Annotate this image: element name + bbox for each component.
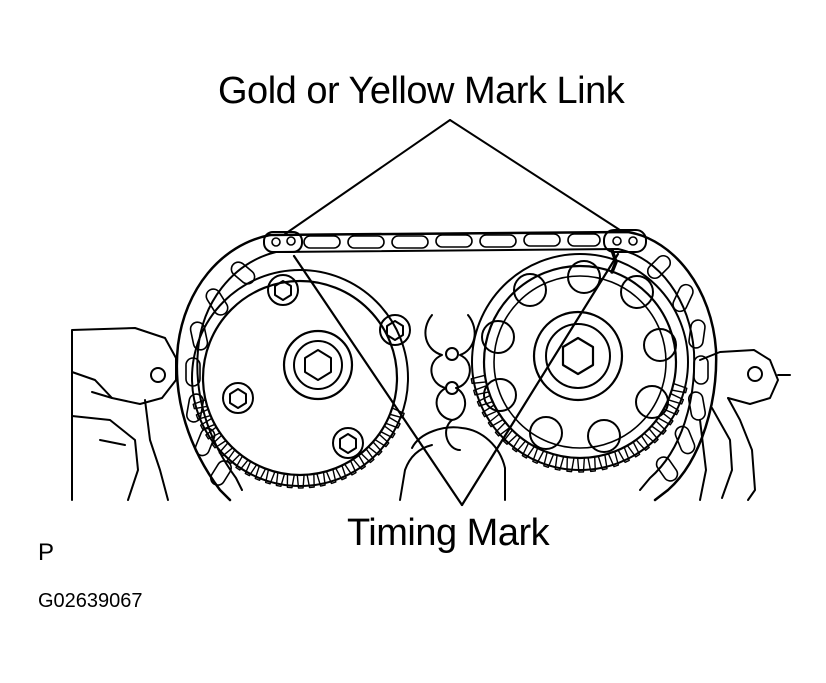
timing-mark-label: Timing Mark — [347, 512, 550, 554]
sprocket-tooth — [598, 455, 607, 470]
sprocket-tooth — [336, 465, 346, 479]
sprocket-tooth — [658, 412, 673, 424]
sprocket-tooth — [533, 448, 544, 463]
sprocket-bolt-holes — [223, 275, 410, 458]
right-camshaft-sprocket — [471, 250, 688, 472]
sprocket-tooth — [471, 375, 486, 383]
sprocket-tooth — [206, 427, 220, 439]
sprocket-tooth — [307, 474, 314, 488]
mark-link-left — [264, 232, 302, 252]
sprocket-tooth — [644, 429, 658, 443]
sprocket-tooth — [196, 409, 210, 419]
sprocket-tooth — [544, 452, 554, 467]
sprocket-tooth — [255, 466, 265, 480]
sprocket-tooth — [276, 472, 284, 486]
sprocket-tooth — [482, 405, 497, 417]
mark-link-leader-lines — [285, 120, 623, 234]
sprocket-tooth — [578, 458, 585, 472]
lightening-holes — [482, 261, 676, 452]
sprocket-tooth — [652, 421, 666, 434]
sprocket-tooth — [488, 414, 503, 427]
figure-code: G02639067 — [38, 590, 143, 612]
sprocket-tooth — [353, 455, 365, 469]
sprocket-tooth — [588, 457, 595, 472]
sprocket-tooth — [236, 456, 248, 470]
sprocket-tooth — [627, 442, 639, 457]
sprocket-tooth — [201, 418, 215, 429]
chain-links-right — [645, 253, 708, 484]
sprocket-tooth — [193, 400, 207, 409]
center-idler-gear — [400, 315, 505, 500]
sprocket-tooth — [317, 472, 325, 486]
timing-mark-lines — [294, 254, 618, 505]
sprocket-tooth — [567, 457, 574, 472]
gold-yellow-mark-link-label: Gold or Yellow Mark Link — [218, 70, 625, 112]
sprocket-tooth — [219, 443, 232, 456]
sprocket-tooth — [368, 442, 381, 455]
sprocket-tooth — [297, 475, 304, 488]
sprocket-tooth — [227, 450, 240, 464]
sprocket-tooth — [375, 434, 389, 446]
sprocket-tooth — [212, 435, 226, 448]
sprocket-tooth — [287, 474, 294, 488]
sprocket-tooth — [672, 384, 687, 393]
timing-chain — [177, 232, 716, 500]
sprocket-tooth — [522, 443, 534, 458]
sprocket-tooth — [608, 451, 618, 466]
sprocket-tooth — [668, 394, 683, 404]
left-camshaft-sprocket — [192, 270, 410, 488]
sprocket-tooth — [386, 417, 400, 428]
sprocket-tooth — [345, 461, 356, 475]
sprocket-tooth — [381, 426, 395, 438]
sprocket-tooth — [266, 470, 275, 484]
sprocket-tooth — [555, 455, 563, 470]
sprocket-tooth — [495, 422, 509, 435]
sprocket-tooth — [664, 403, 679, 414]
sprocket-tooth — [326, 469, 335, 483]
sprocket-tooth — [504, 430, 518, 444]
sprocket-tooth — [636, 436, 649, 451]
chain-links-top — [304, 234, 600, 248]
sprocket-tooth — [245, 461, 256, 475]
view-letter: P — [38, 539, 55, 566]
mark-link-right — [604, 230, 646, 252]
sprocket-tooth — [513, 437, 526, 452]
sprocket-tooth — [618, 447, 629, 462]
sprocket-tooth — [361, 449, 374, 463]
sprocket-tooth — [474, 386, 489, 395]
